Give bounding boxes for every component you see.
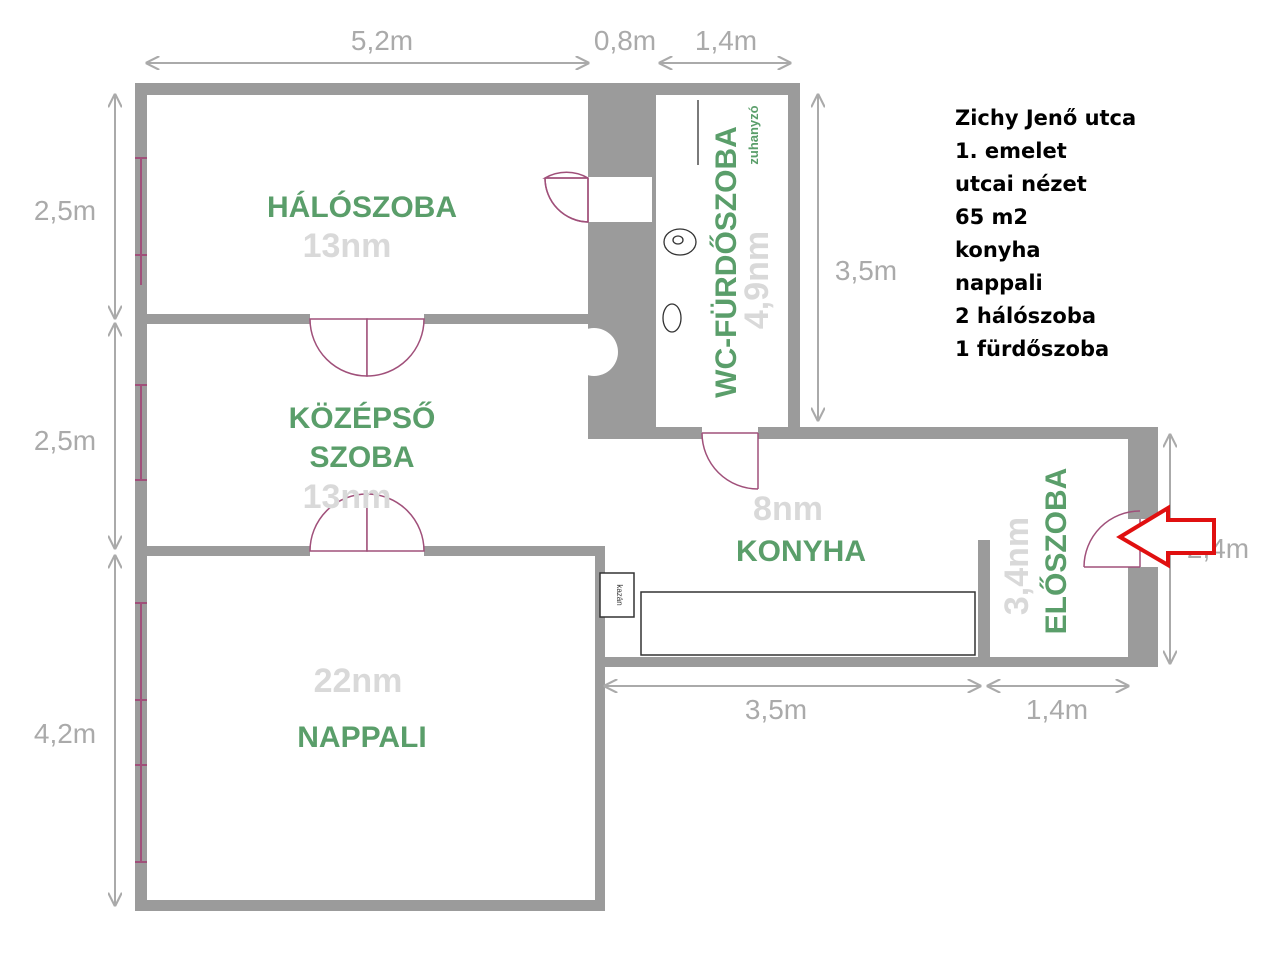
dim-top-bedroom: 5,2m xyxy=(351,25,413,56)
info-line: 1. emelet xyxy=(955,139,1067,163)
info-line: 65 m2 xyxy=(955,205,1028,229)
room-bedroom-name: HÁLÓSZOBA xyxy=(267,190,457,224)
door-bedroom-right xyxy=(366,318,425,377)
dim-top-gap: 0,8m xyxy=(594,25,656,56)
room-kitchen-area: 8nm xyxy=(753,490,823,528)
info-line: utcai nézet xyxy=(955,172,1087,196)
room-bath-name: WC-FÜRDŐSZOBA xyxy=(709,126,743,398)
wall-kitchen-bottom xyxy=(595,657,1158,667)
wall-living-right xyxy=(595,546,605,911)
door-bedroom-left xyxy=(309,318,368,377)
wall-niche xyxy=(570,328,618,376)
info-line: 1 fürdőszoba xyxy=(955,337,1109,361)
dimension-lines xyxy=(115,63,1170,905)
wall-column-top xyxy=(588,95,652,177)
wall-kitchen-top xyxy=(588,427,1158,439)
door-living-right xyxy=(366,493,425,552)
dim-left-bedroom: 2,5m xyxy=(34,195,96,226)
doors xyxy=(309,171,1160,568)
wall-hall-right-bottom xyxy=(1128,567,1158,667)
windows-left xyxy=(135,157,147,863)
door-living-left xyxy=(309,493,368,552)
wall-bath-right xyxy=(788,83,800,433)
room-middle-area: 13nm xyxy=(303,478,392,516)
dim-bath-height: 3,5m xyxy=(835,255,897,286)
dim-top-bath: 1,4m xyxy=(695,25,757,56)
dim-bottom-kitchen: 3,5m xyxy=(745,694,807,725)
wall-hall-right-top xyxy=(1128,427,1158,519)
boiler-box xyxy=(599,572,635,618)
wall-top-bedroom xyxy=(135,83,595,95)
info-line: nappali xyxy=(955,271,1043,295)
room-middle-name-1: KÖZÉPSŐ xyxy=(289,401,436,435)
wall-left-outer xyxy=(135,83,147,911)
kitchen-counter xyxy=(640,591,976,656)
dim-left-middle: 2,5m xyxy=(34,425,96,456)
wall-hall-partition xyxy=(978,540,990,667)
sink-icon xyxy=(662,303,682,333)
bath-fixtures xyxy=(662,100,699,333)
shower-label: zuhanyzó xyxy=(746,105,761,164)
info-line: 2 hálószoba xyxy=(955,304,1096,328)
room-living-name: NAPPALI xyxy=(297,721,426,754)
wall-living-bottom xyxy=(135,900,605,911)
room-bath-area: 4,9nm xyxy=(738,231,776,329)
info-list: Zichy Jenő utca 1. emelet utcai nézet 65… xyxy=(955,106,1136,361)
wall-top-bath xyxy=(588,83,800,95)
entrance-arrow-icon xyxy=(1116,504,1216,569)
wall-bath-inner xyxy=(652,95,656,433)
room-living-area: 22nm xyxy=(314,662,403,700)
dim-left-living: 4,2m xyxy=(34,718,96,749)
room-middle-name-2: SZOBA xyxy=(310,441,415,474)
room-kitchen-name: KONYHA xyxy=(736,535,866,568)
dim-bottom-hall: 1,4m xyxy=(1026,694,1088,725)
boiler-label: kazán xyxy=(615,584,624,605)
toilet-icon xyxy=(663,228,697,256)
room-hall-name: ELŐSZOBA xyxy=(1039,468,1073,635)
info-line: Zichy Jenő utca xyxy=(955,106,1136,130)
room-bedroom-area: 13nm xyxy=(303,227,392,265)
room-hall-area: 3,4nm xyxy=(998,517,1036,615)
info-line: konyha xyxy=(955,238,1041,262)
